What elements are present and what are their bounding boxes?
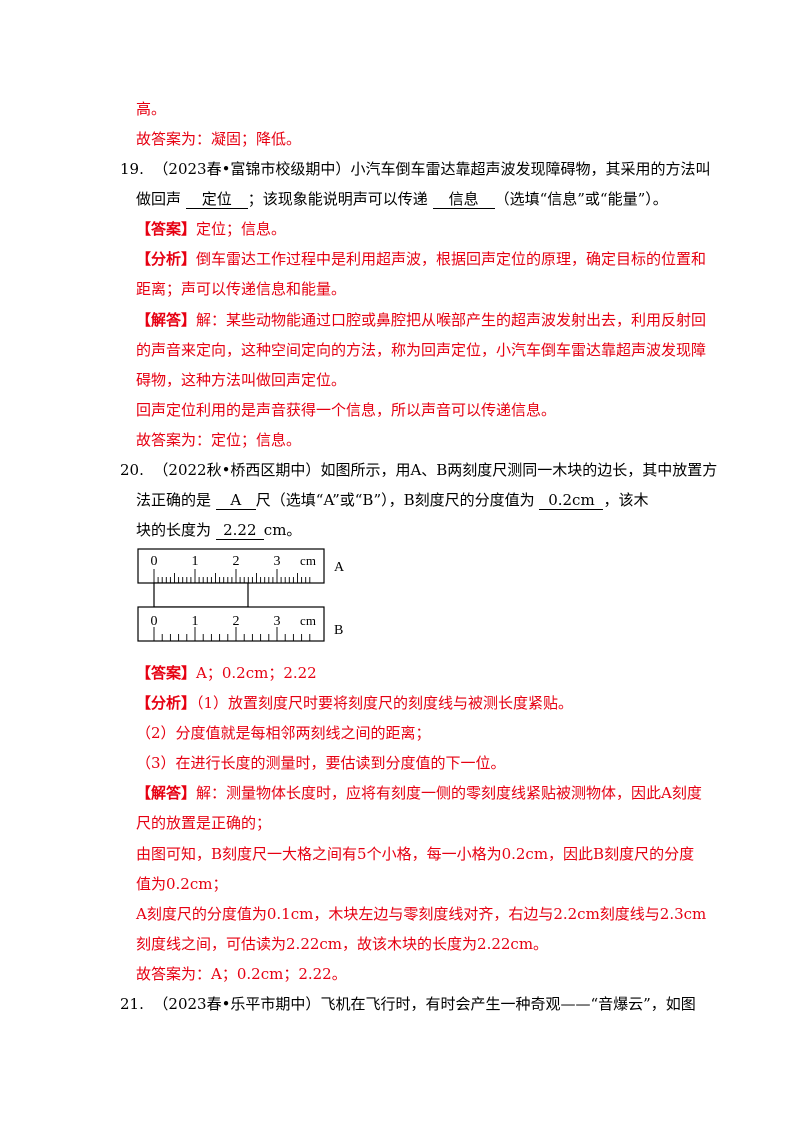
- analysis-line: 【分析】（1）放置刻度尺时要将刻度尺的刻度线与被测长度紧贴。: [136, 692, 573, 714]
- answer-text: A；0.2cm；2.22: [196, 664, 317, 682]
- tick-label: 3: [274, 614, 281, 629]
- question-19-line2: 做回声 定位；该现象能说明声可以传递 信息（选填“信息”或“能量”）。: [136, 188, 668, 210]
- analysis-text: 倒车雷达工作过程中是利用超声波，根据回声定位的原理，确定目标的位置和: [196, 250, 707, 268]
- solution-line: 【解答】解：某些动物能通过口腔或鼻腔把从喉部产生的超声波发射出去，利用反射回: [136, 309, 706, 331]
- tick-label: 2: [233, 554, 240, 569]
- answer-blank: 信息: [432, 190, 495, 209]
- solution-text: 由图可知，B刻度尺一大格之间有5个小格，每一小格为0.2cm，因此B刻度尺的分度: [136, 845, 695, 863]
- solution-text: 尺的放置是正确的；: [136, 814, 272, 832]
- question-source: （2023春•富锦市校级期中）: [153, 160, 351, 178]
- tick-label: 0: [151, 554, 158, 569]
- ruler-figure: 0 1 2 3 cm A 0 1 2 3 cm B: [137, 548, 345, 642]
- question-number: 19.: [120, 160, 144, 178]
- question-text: 法正确的是: [136, 491, 212, 509]
- answer-line: 【答案】A；0.2cm；2.22: [136, 662, 317, 684]
- ruler-b-ticks: [153, 627, 311, 641]
- analysis-label: 【分析】: [136, 250, 197, 268]
- tick-label: 1: [192, 554, 199, 569]
- ruler-a-ticks: [153, 569, 311, 583]
- analysis-text: （1）放置刻度尺时要将刻度尺的刻度线与被测长度紧贴。: [196, 694, 574, 712]
- solution-text: 的声音来定向，这种空间定向的方法，称为回声定位，小汽车倒车雷达靠超声波发现障: [136, 341, 707, 359]
- question-text: cm。: [263, 521, 302, 539]
- question-source: （2022秋•桥西区期中）: [153, 461, 321, 479]
- question-text: 如图所示，用A、B两刻度尺测同一木块的边长，其中放置方: [320, 461, 718, 479]
- question-number: 20.: [120, 461, 144, 479]
- question-text: 做回声: [136, 190, 182, 208]
- analysis-text: （2）分度值就是每相邻两刻线之间的距离；: [136, 724, 431, 742]
- answer-blank: 2.22: [215, 521, 264, 540]
- solution-text: 回声定位利用的是声音获得一个信息，所以声音可以传递信息。: [136, 401, 557, 419]
- solution-text: 碍物，这种方法叫做回声定位。: [136, 371, 347, 389]
- question-text: 块的长度为: [136, 521, 212, 539]
- solution-text: 值为0.2cm；: [136, 875, 228, 893]
- solution-text: 解：某些动物能通过口腔或鼻腔把从喉部产生的超声波发射出去，利用反射回: [196, 311, 707, 329]
- question-20: 20. （2022秋•桥西区期中）如图所示，用A、B两刻度尺测同一木块的边长，其…: [120, 459, 717, 481]
- question-text: ；该现象能说明声可以传递: [247, 190, 428, 208]
- analysis-line: 【分析】倒车雷达工作过程中是利用超声波，根据回声定位的原理，确定目标的位置和: [136, 248, 706, 270]
- text-line: 高。: [136, 100, 167, 118]
- tick-label: 2: [233, 614, 240, 629]
- question-number: 21.: [120, 995, 144, 1013]
- tick-label: 0: [151, 614, 158, 629]
- answer-line: 【答案】定位；信息。: [136, 218, 286, 240]
- question-text: 尺（选填“A”或“B”），B刻度尺的分度值为: [255, 491, 535, 509]
- ruler-b-label: B: [334, 623, 343, 638]
- analysis-text: 距离；声可以传递信息和能量。: [136, 280, 347, 298]
- answer-blank: 定位: [185, 190, 248, 209]
- tick-label: 1: [192, 614, 199, 629]
- solution-label: 【解答】: [136, 311, 197, 329]
- analysis-label: 【分析】: [136, 694, 197, 712]
- solution-line: 【解答】解：测量物体长度时，应将有刻度一侧的零刻度线紧贴被测物体，因此A刻度: [136, 782, 702, 804]
- tick-label: 3: [274, 554, 281, 569]
- final-answer: 故答案为：A；0.2cm；2.22。: [136, 965, 347, 983]
- solution-label: 【解答】: [136, 784, 197, 802]
- wood-block: [153, 582, 249, 608]
- analysis-text: （3）在进行长度的测量时，要估读到分度值的下一位。: [136, 754, 506, 772]
- answer-blank: A: [215, 491, 256, 510]
- unit-label: cm: [300, 613, 316, 628]
- question-text: ，该木: [603, 491, 649, 509]
- solution-text: A刻度尺的分度值为0.1cm，木块左边与零刻度线对齐，右边与2.2cm刻度线与2…: [136, 905, 707, 923]
- solution-text: 刻度线之间，可估读为2.22cm，故该木块的长度为2.22cm。: [136, 935, 549, 953]
- ruler-b: [137, 606, 325, 642]
- question-source: （2023春•乐平市期中）: [153, 995, 321, 1013]
- ruler-a-label: A: [334, 560, 345, 575]
- final-answer: 故答案为：定位；信息。: [136, 431, 302, 449]
- answer-blank: 0.2cm: [539, 491, 604, 510]
- text-line: 故答案为：凝固；降低。: [136, 130, 302, 148]
- question-text: （选填“信息”或“能量”）。: [494, 190, 668, 208]
- question-text: 飞机在飞行时，有时会产生一种奇观——“音爆云”，如图: [320, 995, 696, 1013]
- answer-label: 【答案】: [136, 664, 197, 682]
- question-19: 19. （2023春•富锦市校级期中）小汽车倒车雷达靠超声波发现障碍物，其采用的…: [120, 158, 710, 180]
- question-21: 21. （2023春•乐平市期中）飞机在飞行时，有时会产生一种奇观——“音爆云”…: [120, 993, 696, 1015]
- unit-label: cm: [300, 553, 316, 568]
- solution-text: 解：测量物体长度时，应将有刻度一侧的零刻度线紧贴被测物体，因此A刻度: [196, 784, 702, 802]
- question-text: 小汽车倒车雷达靠超声波发现障碍物，其采用的方法叫: [350, 160, 711, 178]
- answer-label: 【答案】: [136, 220, 197, 238]
- answer-text: 定位；信息。: [196, 220, 287, 238]
